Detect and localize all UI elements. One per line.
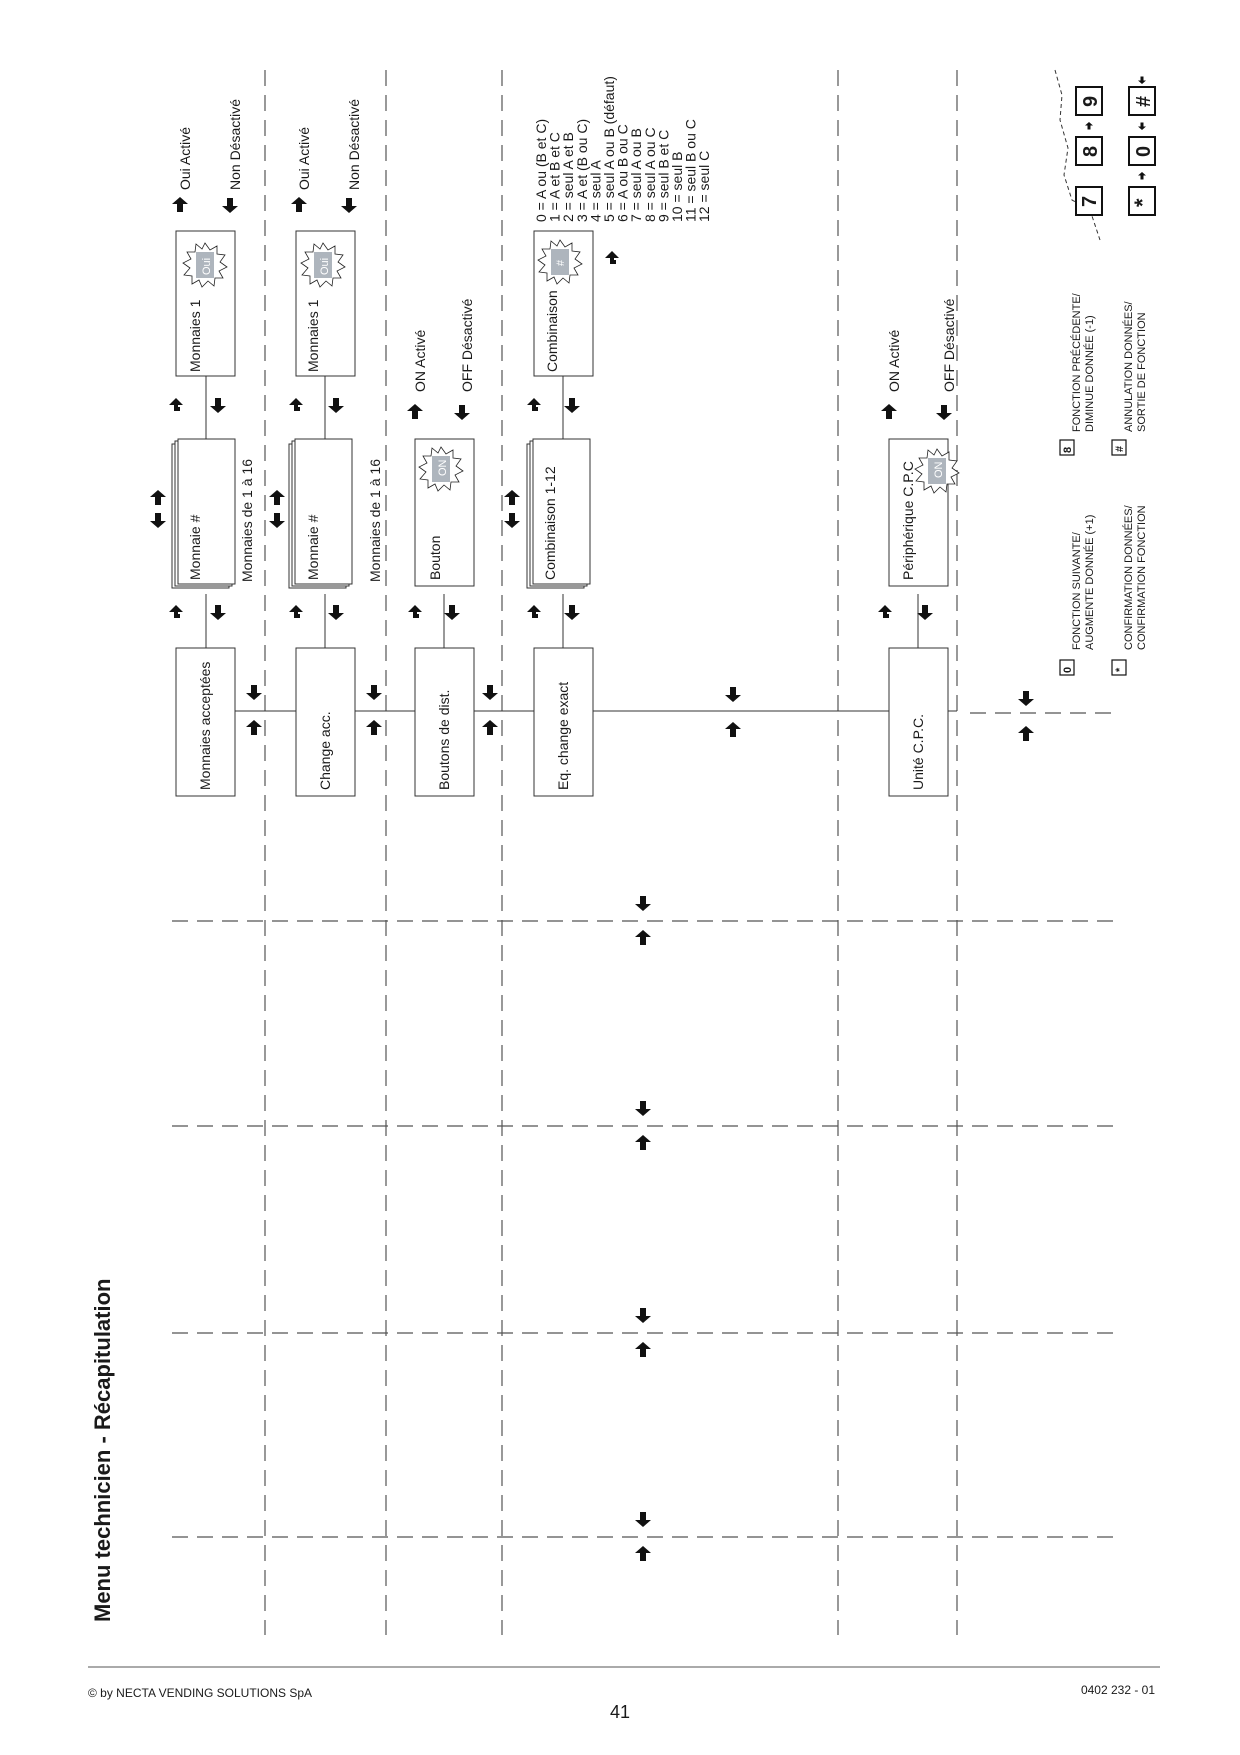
- main-menu-labels: Monnaies acceptées Change acc. Boutons d…: [197, 662, 926, 790]
- legend-key-0-box: [1059, 659, 1075, 676]
- combination-item: 11 = seul B ou C: [683, 119, 699, 222]
- combination-item: 1 = A et B et C: [547, 132, 563, 222]
- menu-item-boutons-de-dist: Boutons de dist.: [436, 690, 452, 790]
- combination-item: 12 = seul C: [696, 151, 712, 222]
- option-monnaies-non: Non Désactivé: [227, 99, 243, 190]
- option-cpc-off: OFF Désactivé: [941, 298, 957, 392]
- option-labels: Oui Activé Non Désactivé Oui Activé Non …: [177, 99, 957, 392]
- legend-text-0-line2: AUGMENTE DONNÉE (+1): [1083, 515, 1096, 650]
- legend-text-hash-line2: SORTIE DE FONCTION: [1136, 312, 1148, 432]
- option-boutons-off: OFF Désactivé: [459, 298, 475, 392]
- value-badges: Oui Oui # ON ON: [182, 239, 960, 494]
- combination-item: 4 = seul A: [587, 159, 603, 222]
- navigation-arrows: [150, 197, 1034, 1561]
- sub-box-bouton: Bouton: [427, 536, 443, 580]
- legend: 0 FONCTION SUIVANTE/ AUGMENTE DONNÉE (+1…: [1059, 292, 1148, 676]
- badge-oui-1: Oui: [201, 258, 213, 275]
- legend-text-8-line2: DIMINUE DONNÉE (-1): [1083, 315, 1096, 432]
- sub-level-labels: Monnaie # Monnaie # Bouton Combinaison 1…: [187, 461, 916, 580]
- keypad-key-star: *: [1130, 198, 1155, 207]
- keypad-key-9: 9: [1080, 96, 1102, 107]
- sub-box-combinaison-range: Combinaison 1-12: [542, 466, 558, 580]
- option-boutons-on: ON Activé: [412, 330, 428, 392]
- menu-item-change-acc: Change acc.: [317, 711, 333, 790]
- legend-key-8-box: [1059, 439, 1075, 456]
- combination-item: 8 = seul A ou C: [642, 127, 658, 222]
- legend-key-hash-box: [1111, 439, 1127, 456]
- combination-item: 5 = seul A ou B (défaut): [601, 76, 617, 222]
- combination-item: 10 = seul B: [669, 152, 685, 222]
- legend-text-0-line1: FONCTION SUIVANTE/: [1071, 531, 1083, 650]
- badge-on-cpc: ON: [933, 461, 945, 478]
- range-note-monnaies-2: Monnaies de 1 à 16: [367, 459, 383, 582]
- sub-box-peripherique-cpc: Périphérique C.P.C: [900, 461, 916, 580]
- option-monnaies-oui: Oui Activé: [177, 127, 193, 190]
- third-box-monnaies-1: Monnaies 1: [187, 299, 203, 372]
- footer-copyright: © by NECTA VENDING SOLUTIONS SpA: [88, 1686, 313, 1700]
- legend-key-8: 8: [1062, 447, 1074, 453]
- legend-text-8-line1: FONCTION PRÉCÉDENTE/: [1070, 292, 1083, 432]
- keypad-key-hash: #: [1133, 96, 1155, 107]
- sub-box-monnaie-1: Monnaie #: [187, 514, 203, 580]
- combination-item: 7 = seul A ou B: [628, 128, 644, 222]
- combination-item: 0 = A ou (B et C): [533, 119, 549, 222]
- legend-key-0: 0: [1062, 667, 1074, 673]
- main-menu-boxes: [175, 647, 949, 797]
- badge-oui-2: Oui: [319, 258, 331, 275]
- sub-level-boxes: [171, 438, 949, 589]
- legend-text-star-line1: CONFIRMATION DONNÉES/: [1122, 504, 1135, 650]
- badge-hash: #: [555, 259, 567, 266]
- combination-item: 2 = seul A et B: [560, 132, 576, 222]
- sub-box-monnaie-2: Monnaie #: [305, 514, 321, 580]
- option-change-oui: Oui Activé: [296, 127, 312, 190]
- combination-item: 6 = A ou B ou C: [615, 124, 631, 222]
- combination-item: 9 = seul B et C: [655, 130, 671, 222]
- legend-key-hash: #: [1114, 446, 1126, 452]
- row-separators: [172, 712, 1115, 1538]
- legend-text-hash-line1: ANNULATION DONNÉES/: [1122, 300, 1135, 432]
- page-title: Menu technicien - Récapitulation: [90, 1279, 115, 1622]
- option-change-non: Non Désactivé: [346, 99, 362, 190]
- keypad-key-8: 8: [1080, 146, 1102, 157]
- legend-key-star-box: [1111, 659, 1127, 676]
- menu-item-eq-change-exact: Eq. change exact: [555, 682, 571, 790]
- third-level-labels: Monnaies 1 Monnaies 1 Combinaison: [187, 290, 560, 372]
- footer-doc-code: 0402 232 - 01: [1080, 1683, 1155, 1697]
- menu-item-unite-cpc: Unité C.P.C.: [910, 714, 926, 790]
- combination-list: 0 = A ou (B et C)1 = A et B et C2 = seul…: [533, 76, 712, 222]
- combination-item: 3 = A et (B ou C): [574, 119, 590, 222]
- menu-item-monnaies-acceptees: Monnaies acceptées: [197, 662, 213, 790]
- badge-on-bouton: ON: [437, 459, 449, 476]
- keypad-key-7: 7: [1079, 196, 1101, 207]
- range-note-monnaies-1: Monnaies de 1 à 16: [239, 459, 255, 582]
- third-level-boxes: [175, 230, 594, 377]
- third-box-combinaison: Combinaison: [544, 290, 560, 372]
- page-number: 41: [609, 1702, 631, 1722]
- third-box-monnaies-2: Monnaies 1: [305, 299, 321, 372]
- keypad-illustration: 7 8 9 * 0 #: [1054, 69, 1156, 241]
- option-cpc-on: ON Activé: [886, 330, 902, 392]
- keypad-key-0: 0: [1133, 146, 1155, 157]
- column-separators: [264, 70, 958, 1635]
- legend-text-star-line2: CONFIRMATION FONCTION: [1136, 505, 1148, 650]
- connector-stems: [205, 376, 919, 648]
- range-notes: Monnaies de 1 à 16 Monnaies de 1 à 16: [239, 459, 383, 582]
- legend-key-star: *: [1114, 667, 1126, 672]
